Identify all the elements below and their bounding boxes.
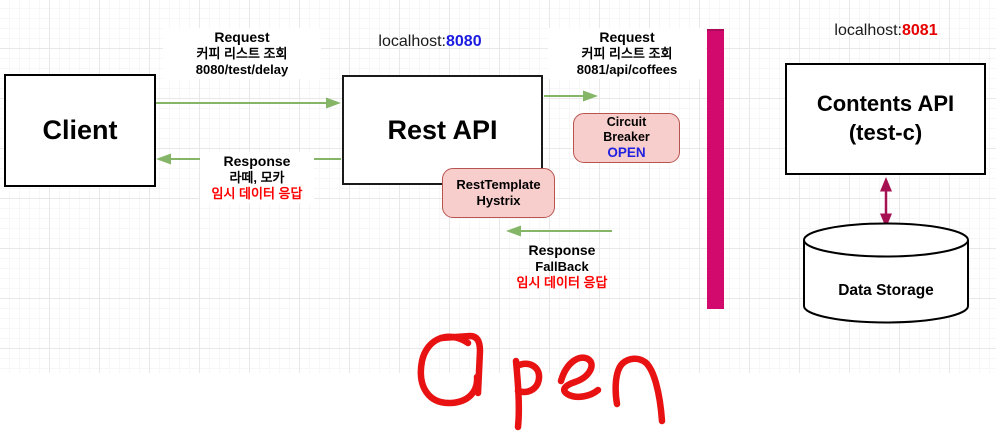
localhost-8080-label: localhost:8080 <box>355 33 505 51</box>
circuit-breaker-label-line1: Circuit <box>606 115 647 130</box>
host-prefix: localhost: <box>378 33 446 50</box>
edge-label-response-to-client: Response 라떼, 모카 임시 데이터 응답 <box>200 152 314 203</box>
edge-label-response-fallback: Response FallBack 임시 데이터 응답 <box>498 241 626 292</box>
arrow-fallback-response <box>506 225 612 237</box>
contents-api-label-line2: (test-c) <box>848 120 923 145</box>
handwritten-o <box>417 333 481 407</box>
rest-template-hystrix-node: RestTemplate Hystrix <box>442 168 555 218</box>
arrow-contentsapi-datastorage <box>880 177 892 228</box>
data-storage-label: Data Storage <box>838 282 934 299</box>
arrow-client-to-restapi <box>156 97 341 109</box>
circuit-open-barrier-bar <box>707 29 724 309</box>
response-detail: 라떼, 모카 <box>229 170 285 186</box>
circuit-breaker-status-open: OPEN <box>607 144 646 160</box>
fallback-detail: FallBack <box>535 259 589 275</box>
request-detail: 커피 리스트 조회 <box>581 46 673 62</box>
request-detail: 커피 리스트 조회 <box>196 46 288 62</box>
handwritten-open-annotation <box>417 332 666 431</box>
data-storage-cylinder <box>803 222 969 324</box>
hystrix-label: Hystrix <box>476 193 521 208</box>
request-title: Request <box>214 29 270 45</box>
client-node: Client <box>4 74 156 187</box>
edge-label-request-restapi-to-contents: Request 커피 리스트 조회 8081/api/coffees <box>548 28 706 79</box>
localhost-8081-label: localhost:8081 <box>811 22 961 40</box>
host-prefix: localhost: <box>834 22 902 39</box>
circuit-breaker-label-line2: Breaker <box>603 130 650 145</box>
host-port-8081: 8081 <box>902 22 938 39</box>
request-title: Request <box>599 29 655 45</box>
rest-api-label: Rest API <box>387 114 498 145</box>
handwritten-o-bar <box>437 332 484 397</box>
response-note: 임시 데이터 응답 <box>211 185 303 201</box>
request-path: 8081/api/coffees <box>576 61 678 77</box>
contents-api-label-line1: Contents API <box>816 91 955 117</box>
handwritten-e <box>557 354 602 401</box>
response-title: Response <box>223 153 291 169</box>
arrow-restapi-to-contents <box>544 90 598 102</box>
fallback-note: 임시 데이터 응답 <box>516 274 608 290</box>
fallback-title: Response <box>528 242 596 258</box>
edge-label-request-client-to-restapi: Request 커피 리스트 조회 8080/test/delay <box>163 28 321 79</box>
handwritten-p-bowl <box>513 360 543 396</box>
rest-template-label: RestTemplate <box>456 176 541 192</box>
circuit-breaker-node: Circuit Breaker OPEN <box>573 113 680 163</box>
host-port-8080: 8080 <box>446 33 482 50</box>
handwritten-n <box>612 355 666 425</box>
request-path: 8080/test/delay <box>195 61 289 77</box>
client-label: Client <box>42 115 118 145</box>
contents-api-node: Contents API (test-c) <box>785 63 986 175</box>
